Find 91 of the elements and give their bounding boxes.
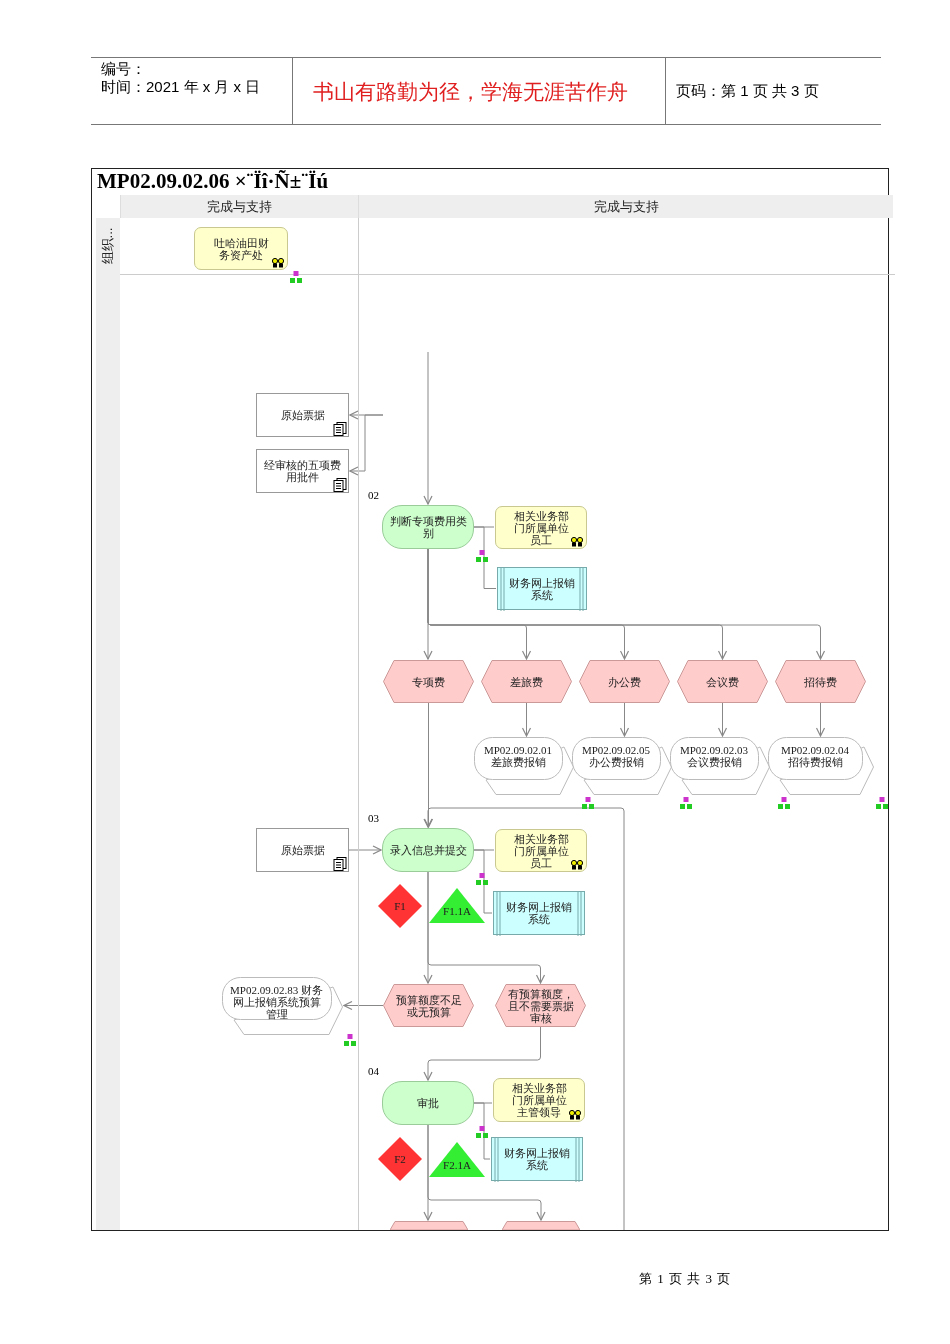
arrow [348,845,382,855]
node-text: 原始票据 [280,844,325,856]
arrow [815,702,826,737]
node-text: MP02.09.02.05 办公费报销 [580,744,652,768]
lane-header [120,195,358,218]
page-footer: 第 1 页 共 3 页 [639,1270,732,1288]
event-hexagon [481,660,572,703]
node-text: 相关业务部门所属单位主管领导 [510,1082,568,1118]
document-box [256,393,349,437]
node-text: F1.1A [443,905,471,917]
risk-triangle [429,888,485,923]
lane-header [358,195,893,218]
event-hexagon [677,660,768,703]
node-text: 组织... [102,227,114,265]
rule-diamond [378,884,422,928]
node-text: 办公费 [608,675,641,688]
lane-header [96,218,120,274]
date-label: 时间：2021 年 x 月 x 日 [101,78,261,97]
node-text: 预算额度不足或无预算 [395,993,462,1018]
arrow [717,702,728,737]
event-hexagon [775,660,866,703]
node-text: 专项费 [412,675,445,688]
node-text: 吐哈油田财务资产处 [212,236,270,261]
step-number: 03 [368,812,379,824]
function-box [382,828,474,872]
event-hexagon [502,1221,580,1230]
connector-line [473,1102,491,1160]
node-text: 财务网上报销系统 [508,576,576,601]
node-text: 差旅费 [510,675,543,688]
process-interface-box [572,737,672,795]
node-text: 完成与支持 [207,200,272,213]
arrow [619,702,630,737]
motto-text: 书山有路勤为径，学海无涯苦作舟 [313,79,628,105]
system-box [493,891,585,935]
node-text: 原始票据 [280,409,325,421]
node-text: 相关业务部门所属单位员工 [512,832,570,869]
arrow [521,702,532,737]
process-interface-box [768,737,874,795]
node-text: MP02.09.02.01 差旅费报销 [482,744,554,768]
event-hexagon [390,1221,468,1230]
organization-box [495,829,587,872]
node-text: 完成与支持 [593,200,659,213]
event-hexagon [383,660,474,703]
organization-box [194,227,288,270]
organization-box [493,1078,585,1122]
connector-line [473,849,493,914]
node-text: F1 [394,900,406,912]
system-box [491,1137,583,1181]
process-interface-box [222,977,343,1035]
process-interface-box [474,737,574,795]
node-text: 录入信息并提交 [389,844,467,856]
node-text: 财务网上报销系统 [503,1147,571,1171]
node-text: MP02.09.02.03 会议费报销 [678,744,750,768]
function-box [382,505,474,549]
arrow [423,351,433,505]
arrow [423,807,625,1231]
function-box [382,1081,474,1125]
risk-triangle [429,1142,485,1177]
arrow [349,414,384,476]
organization-box [495,506,587,549]
document-box [256,449,349,493]
system-box [497,567,587,610]
page-number-label: 页码：第 1 页 共 3 页 [676,82,819,101]
arrow [427,1124,546,1221]
arrow [423,1026,541,1081]
node-text: 会议费 [706,675,739,688]
step-number: 02 [368,489,379,501]
node-text: 财务网上报销系统 [505,901,573,925]
node-text: F2 [394,1153,406,1165]
arrow [427,871,546,984]
step-number: 04 [368,1065,379,1077]
event-hexagon [383,984,474,1027]
node-text: MP02.09.02.83 财务网上报销系统预算管理 [229,984,324,1020]
node-text: 招待费 [804,675,837,688]
connector-line [473,526,497,589]
process-interface-box [670,737,770,795]
node-text: 经审核的五项费用批件 [263,459,342,483]
node-text: 有预算额度，且不需要票据审核 [507,987,574,1024]
node-text: 审批 [417,1097,439,1109]
document-box [256,828,349,872]
arrow [423,702,434,828]
node-text: MP02.09.02.04 招待费报销 [779,744,851,768]
node-text: 判断专项费用类别 [389,515,467,539]
arrow [343,1000,384,1011]
document-number-label: 编号： [101,60,146,79]
diagram-title: MP02.09.02.06 ×¨Ïî·Ñ±¨Ïú [97,169,329,194]
node-text: F2.1A [443,1159,471,1171]
node-text: 相关业务部门所属单位员工 [512,509,570,546]
event-hexagon [579,660,670,703]
event-hexagon [495,984,586,1027]
rule-diamond [378,1137,422,1181]
